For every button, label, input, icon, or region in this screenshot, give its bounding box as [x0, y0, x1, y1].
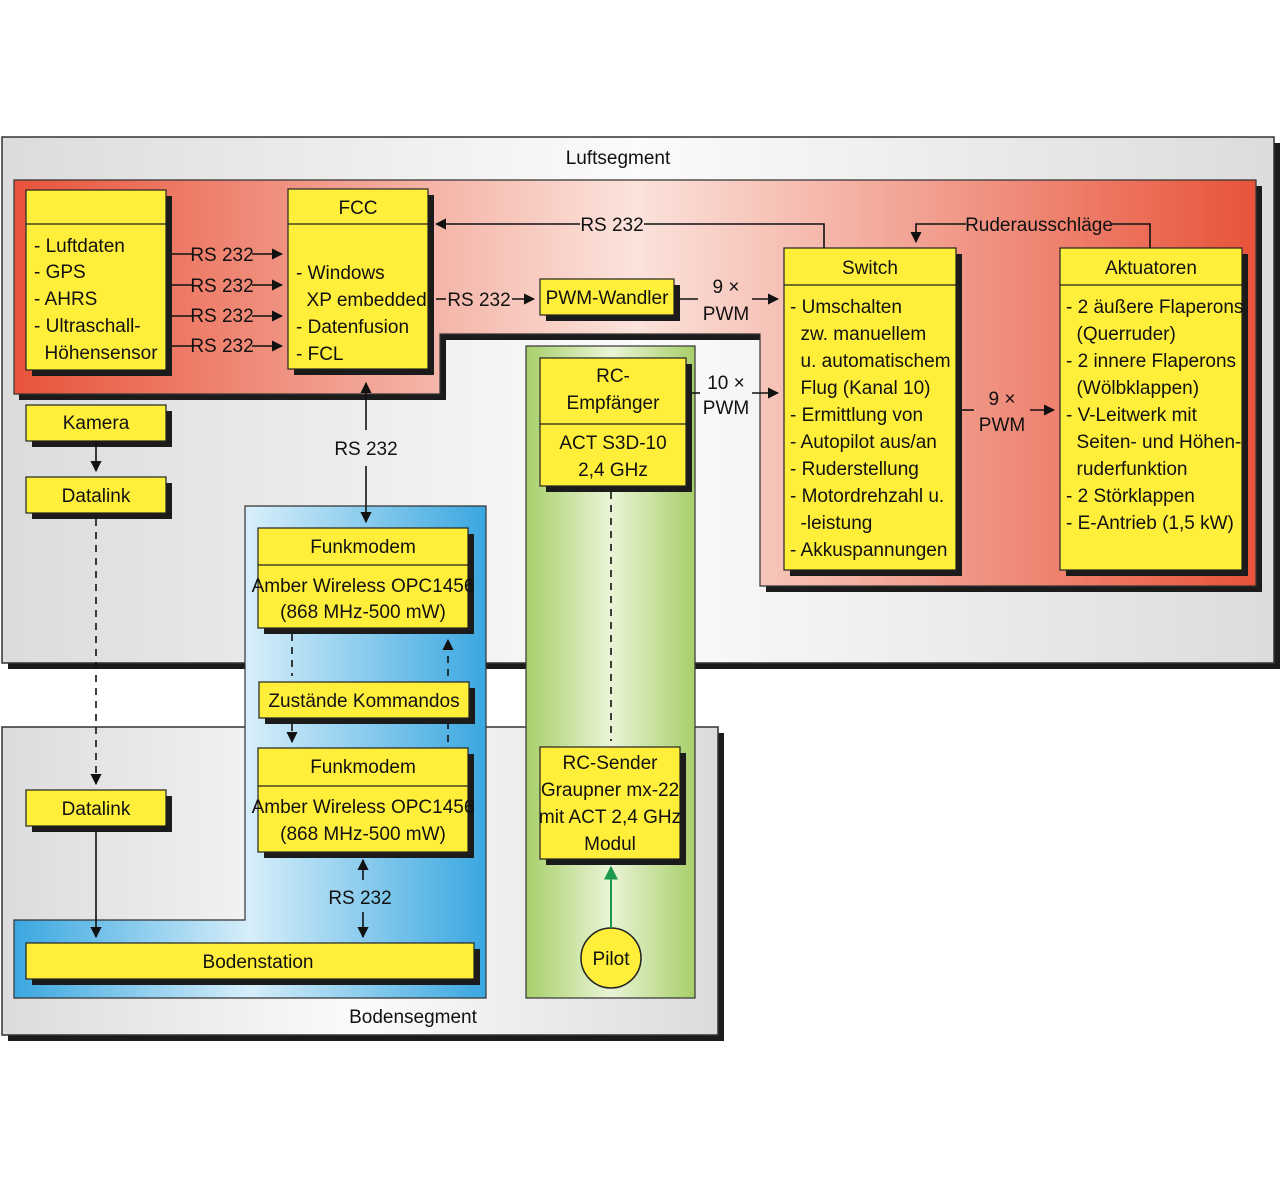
fcc-line-0: - Windows: [296, 263, 385, 284]
actuators-line-5: Seiten- und Höhen-: [1066, 432, 1241, 453]
switch-line-0: - Umschalten: [790, 297, 902, 318]
ruderausschlaege-label: Ruderausschläge: [965, 215, 1113, 236]
actuators-line-8: - E-Antrieb (1,5 kW): [1066, 513, 1234, 534]
sensor-line-0: - Luftdaten: [34, 236, 125, 257]
modem-air-line-1: (868 MHz-500 mW): [280, 602, 446, 623]
modem-air-line-0: Amber Wireless OPC1456: [252, 576, 475, 597]
actuators-title: Aktuatoren: [1105, 258, 1197, 279]
datalink-ground-title: Datalink: [62, 799, 131, 820]
rc-receiver-line-1: 2,4 GHz: [578, 460, 648, 481]
pilot-node: Pilot: [580, 927, 642, 989]
fcc-line-1: XP embedded: [296, 290, 427, 311]
switch-line-1: zw. manuellem: [790, 324, 926, 345]
switch-box: Switch - Umschalten zw. manuellem u. aut…: [783, 247, 962, 576]
rs232-label-2: RS 232: [190, 276, 253, 297]
modem-air-title: Funkmodem: [310, 537, 416, 558]
sensor-line-4: Höhensensor: [34, 343, 158, 364]
sensor-line-2: - AHRS: [34, 289, 97, 310]
switch-line-6: - Ruderstellung: [790, 459, 919, 480]
switch-line-5: - Autopilot aus/an: [790, 432, 937, 453]
rs232-label-fcc-modem: RS 232: [334, 439, 397, 460]
switch-line-9: - Akkuspannungen: [790, 540, 947, 561]
camera-box: Kamera: [25, 404, 172, 447]
datalink-ground-box: Datalink: [25, 789, 172, 832]
fcc-line-2: - Datenfusion: [296, 317, 409, 338]
fcc-line-3: - FCL: [296, 344, 344, 365]
states-title: Zustände Kommandos: [268, 691, 459, 712]
switch-line-2: u. automatischem: [790, 351, 951, 372]
rc-receiver-line-0: ACT S3D-10: [559, 433, 666, 454]
actuators-line-1: (Querruder): [1066, 324, 1176, 345]
switch-line-4: - Ermittlung von: [790, 405, 923, 426]
sensor-line-3: - Ultraschall-: [34, 316, 141, 337]
switch-line-7: - Motordrehzahl u.: [790, 486, 944, 507]
modem-ground-line-1: (868 MHz-500 mW): [280, 824, 446, 845]
switch-title: Switch: [842, 258, 898, 279]
rc-receiver-title-1: Empfänger: [567, 393, 661, 414]
pwm-converter-box: PWM-Wandler: [539, 278, 680, 321]
ground-station-title: Bodenstation: [203, 952, 314, 973]
datalink-air-title: Datalink: [62, 486, 131, 507]
datalink-air-box: Datalink: [25, 476, 172, 519]
sensors-box: - Luftdaten - GPS - AHRS - Ultraschall- …: [25, 189, 172, 376]
modem-air-box: Funkmodem Amber Wireless OPC1456 (868 MH…: [252, 527, 475, 634]
camera-title: Kamera: [63, 413, 130, 434]
rc-receiver-title-0: RC-: [596, 366, 630, 387]
actuators-line-4: - V-Leitwerk mit: [1066, 405, 1198, 426]
modem-ground-title: Funkmodem: [310, 757, 416, 778]
pwm9-label-a: 9 ×: [713, 277, 740, 298]
modem-ground-line-0: Amber Wireless OPC1456: [252, 797, 475, 818]
rc-sender-line-1: Graupner mx-22: [541, 780, 679, 801]
ground-station-box: Bodenstation: [25, 942, 480, 985]
pilot-label: Pilot: [593, 949, 631, 970]
rc-sender-line-0: RC-Sender: [562, 753, 658, 774]
states-box: Zustände Kommandos: [258, 681, 475, 724]
connections: [90, 218, 1151, 939]
rc-sender-line-2: mit ACT 2,4 GHz: [539, 807, 681, 828]
rs232-label-1: RS 232: [190, 245, 253, 266]
fcc-title: FCC: [338, 198, 377, 219]
pwm-converter-title: PWM-Wandler: [546, 288, 669, 309]
rc-receiver-box: RC- Empfänger ACT S3D-10 2,4 GHz: [539, 357, 692, 492]
switch-line-3: Flug (Kanal 10): [790, 378, 930, 399]
actuators-line-0: - 2 äußere Flaperons: [1066, 297, 1243, 318]
rs232-label-switch-fcc: RS 232: [580, 215, 643, 236]
rs232-label-modem-ground: RS 232: [328, 888, 391, 909]
rc-sender-box: RC-Sender Graupner mx-22 mit ACT 2,4 GHz…: [539, 746, 686, 865]
switch-line-8: -leistung: [790, 513, 872, 534]
actuators-line-3: (Wölbklappen): [1066, 378, 1199, 399]
sensor-line-1: - GPS: [34, 262, 86, 283]
actuators-line-2: - 2 innere Flaperons: [1066, 351, 1236, 372]
air-segment-label: Luftsegment: [566, 148, 671, 169]
actuators-box: Aktuatoren - 2 äußere Flaperons (Querrud…: [1059, 247, 1248, 576]
rs232-label-fcc-pwm: RS 232: [447, 290, 510, 311]
modem-ground-box: Funkmodem Amber Wireless OPC1456 (868 MH…: [252, 747, 475, 858]
rs232-label-4: RS 232: [190, 336, 253, 357]
actuators-line-7: - 2 Störklappen: [1066, 486, 1195, 507]
pwm9-label-b: PWM: [703, 304, 749, 325]
rs232-label-3: RS 232: [190, 306, 253, 327]
actuators-line-6: ruderfunktion: [1066, 459, 1187, 480]
fcc-box: FCC - Windows XP embedded - Datenfusion …: [287, 188, 434, 375]
pwm10-label-a: 10 ×: [707, 373, 745, 394]
connection-labels: RS 232 RS 232 RS 232 RS 232 RS 232 RS 23…: [190, 215, 1113, 909]
ground-segment-label: Bodensegment: [349, 1007, 478, 1028]
rc-sender-line-3: Modul: [584, 834, 636, 855]
pwm10-label-b: PWM: [703, 398, 749, 419]
pwm9out-label-b: PWM: [979, 415, 1025, 436]
pwm9out-label-a: 9 ×: [989, 389, 1016, 410]
